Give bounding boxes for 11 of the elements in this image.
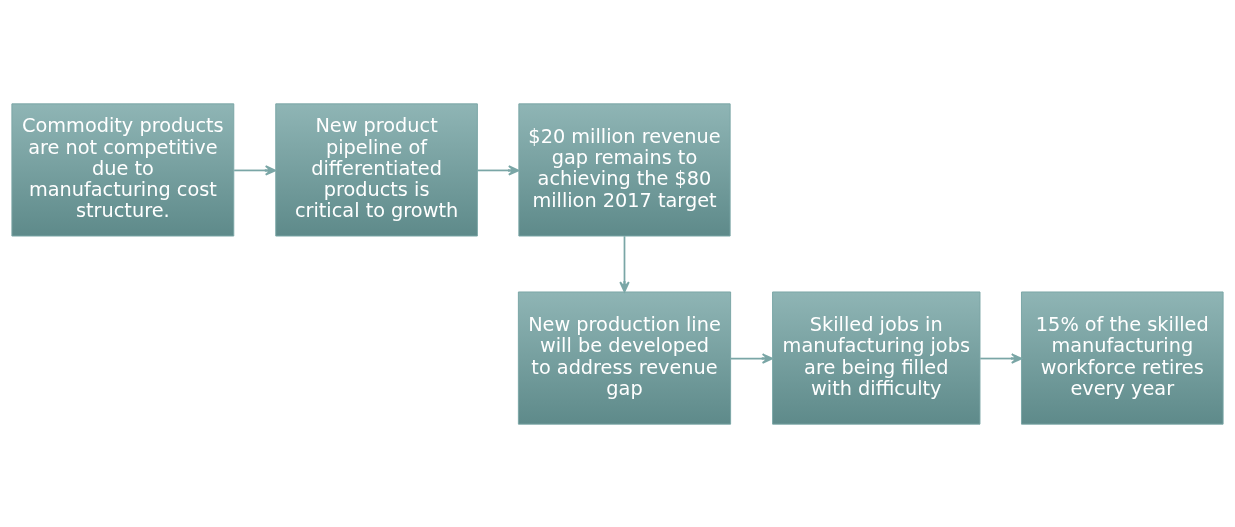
node-box: New product pipeline of differentiated products is critical to growth: [275, 102, 478, 236]
node-box: 15% of the skilled manufacturing workforce retires every year: [1021, 291, 1224, 425]
arrow: [476, 164, 520, 176]
arrow: [233, 164, 277, 176]
node-box: $20 million revenue gap remains to achieving the $80 million 2017 target: [518, 102, 731, 236]
arrow: [619, 234, 630, 293]
arrow: [979, 352, 1023, 364]
node-box: Skilled jobs in manufacturing jobs are being filled with difficulty: [772, 291, 981, 425]
arrow: [730, 352, 774, 364]
node-box: Commodity products are not competitive due to manufacturing cost structure.: [11, 102, 235, 236]
node-box: New production line will be developed to address revenue gap: [517, 291, 732, 425]
